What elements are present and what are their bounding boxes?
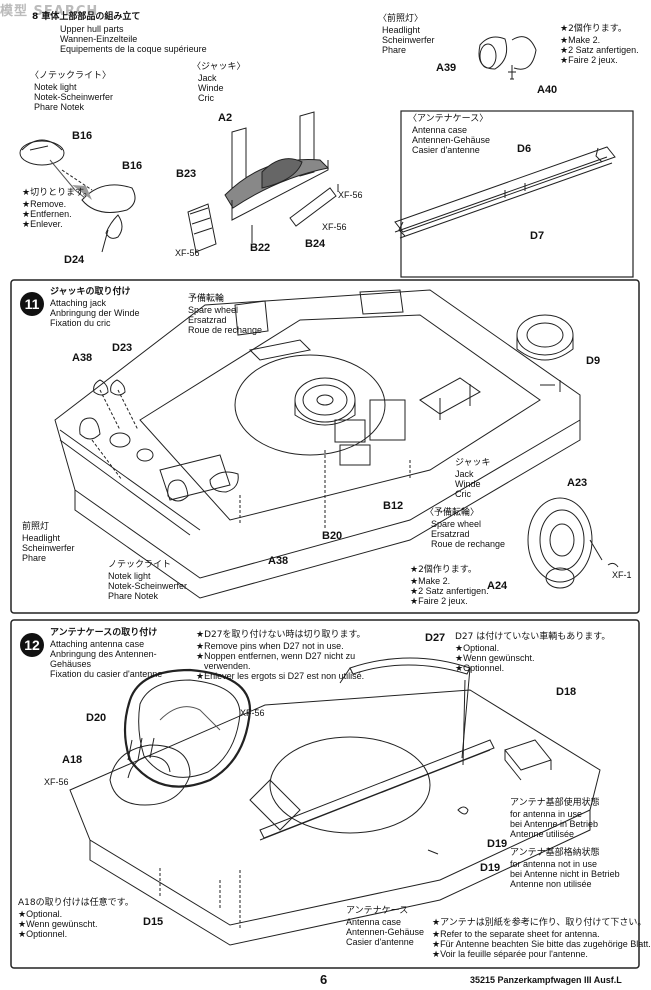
headlight-label: 〈前照灯〉 Headlight Scheinwerfer Phare (378, 14, 435, 55)
paint-xf56-c: XF-56 (175, 248, 200, 258)
step-12-title: アンテナケースの取り付け Attaching antenna case Anbr… (50, 628, 163, 679)
part-a40: A40 (537, 84, 558, 96)
antenna-case-label-12: アンテナケース Antenna case Antennen-Gehäuse Ca… (346, 906, 425, 947)
a18-optional-note: A18の取り付けは任意です。 ★Optional. ★Wenn gewünsch… (18, 898, 134, 939)
notek-label: 〈ノテックライト〉 Notek light Notek-Scheinwerfer… (30, 71, 114, 112)
part-d20: D20 (86, 712, 107, 724)
part-d24: D24 (64, 254, 85, 266)
spare-wheel-make2: ★2個作ります。 ★Make 2. ★2 Satz anfertigen. ★F… (410, 565, 489, 606)
notek-label-11: ノテックライト Notek light Notek-Scheinwerfer P… (108, 560, 188, 601)
part-d18: D18 (556, 686, 577, 698)
part-b23: B23 (176, 168, 197, 180)
part-b12: B12 (383, 500, 404, 512)
paint-xf56-b-12: XF-56 (44, 777, 69, 787)
part-b20: B20 (322, 530, 343, 542)
headlight-label-11: 前照灯 Headlight Scheinwerfer Phare (22, 522, 75, 563)
watermark: 模型 SEARCH (0, 4, 99, 19)
part-a38-a: A38 (72, 352, 93, 364)
paint-xf1: XF-1 (612, 570, 632, 580)
spare-wheel-box-label: 〈予備転輪〉 Spare wheel Ersatzrad Roue de rec… (425, 508, 506, 549)
hull-title-fr: Equipements de la coque supérieure (60, 44, 207, 54)
spare-wheel-label: 予備転輪 Spare wheel Ersatzrad Roue de recha… (188, 294, 263, 335)
step-11-title: ジャッキの取り付け Attaching jack Anbringung der … (50, 287, 140, 328)
hull-title-en: Upper hull parts (60, 24, 124, 34)
antenna-use-note: アンテナ基部使用状態 for antenna in use bei Antenn… (510, 798, 600, 839)
part-d15: D15 (143, 916, 164, 928)
part-a18: A18 (62, 754, 83, 766)
part-d19-a: D19 (487, 838, 508, 850)
d27-removal-note: ★D27を取り付けない時は切り取ります。 ★Remove pins when D… (196, 630, 366, 681)
part-d9: D9 (586, 355, 601, 367)
headlight-make2: ★2個作ります。 ★Make 2. ★2 Satz anfertigen. ★F… (560, 24, 639, 65)
part-b22: B22 (250, 242, 271, 254)
part-d23: D23 (112, 342, 133, 354)
part-b24: B24 (305, 238, 326, 250)
jack-label: 〈ジャッキ〉 Jack Winde Cric (192, 62, 246, 103)
antenna-sheet-note: ★アンテナは別紙を参考に作り、取り付けて下さい。 ★Refer to the s… (432, 918, 651, 959)
part-b16-b: B16 (122, 160, 143, 172)
part-a39: A39 (436, 62, 457, 74)
paint-xf56-a-12: XF-56 (240, 708, 265, 718)
jack-label-11: ジャッキ Jack Winde Cric (455, 458, 491, 499)
part-d7: D7 (530, 230, 545, 242)
part-a38-b: A38 (268, 555, 289, 567)
model-name: 35215 Panzerkampfwagen III Ausf.L (470, 975, 622, 985)
step-11-badge: 11 (20, 292, 44, 316)
paint-xf56-a: XF-56 (338, 190, 363, 200)
part-a24: A24 (487, 580, 508, 592)
part-a23: A23 (567, 477, 588, 489)
page-number: 6 (320, 972, 328, 987)
step-12-badge: 12 (20, 633, 44, 657)
antenna-notuse-note: アンテナ基部格納状態 for antenna not in use bei An… (510, 848, 620, 889)
part-d6: D6 (517, 143, 532, 155)
part-d19-b: D19 (480, 862, 501, 874)
d27-optional-note: D27 は付けていない車輌もあります。 ★Optional. ★Wenn gew… (455, 632, 611, 673)
part-a2: A2 (218, 112, 233, 124)
part-d27: D27 (425, 632, 446, 644)
hull-title-de: Wannen-Einzelteile (60, 34, 138, 44)
antenna-case-label: 〈アンテナケース〉 Antenna case Antennen-Gehäuse … (408, 114, 491, 155)
paint-xf56-b: XF-56 (322, 222, 347, 232)
hull-title-jp: 8 車体上部部品の組み立て (32, 12, 141, 22)
notek-note: ★切りとります。 ★Remove. ★Entfernen. ★Enlever. (22, 188, 93, 229)
part-b16-a: B16 (72, 130, 93, 142)
